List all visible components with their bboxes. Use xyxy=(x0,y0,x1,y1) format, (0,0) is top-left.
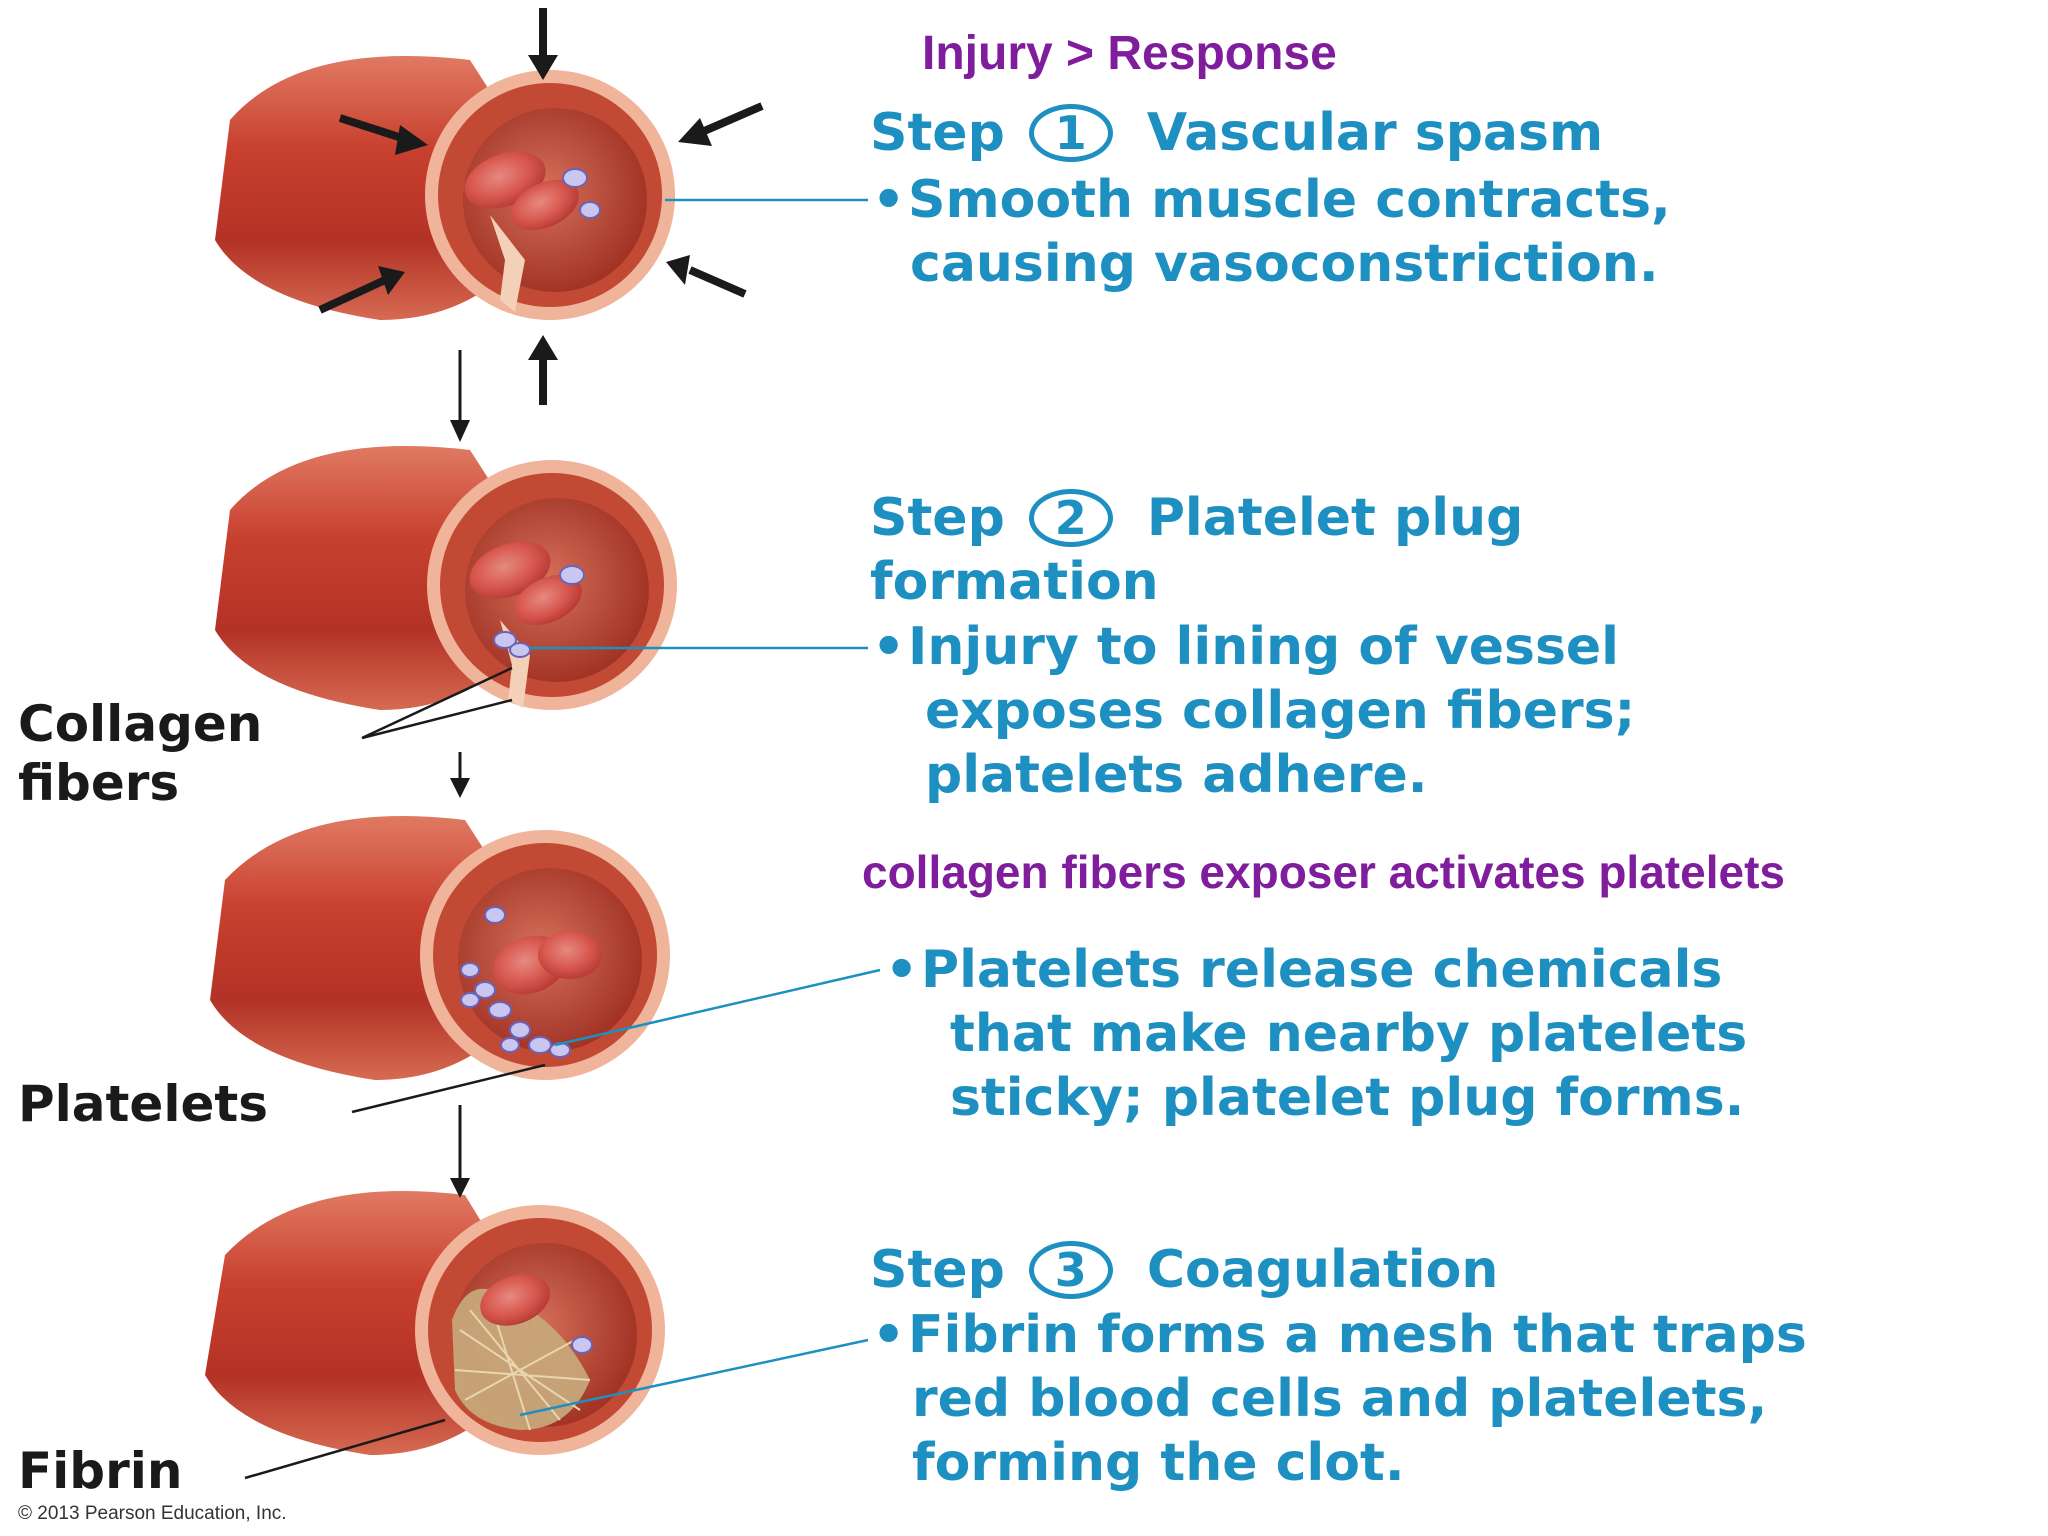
label-platelets: Platelets xyxy=(18,1075,269,1133)
step-1-heading: Step 1 Vascular spasm xyxy=(870,103,1603,163)
step-2b-line-3: sticky; platelet plug forms. xyxy=(950,1068,1745,1128)
spasm-arrows xyxy=(318,8,764,405)
step-3-number: 3 xyxy=(1028,1241,1113,1299)
step-2-line-1: •Injury to lining of vessel xyxy=(872,617,1619,677)
step-2-word: Step xyxy=(870,488,1005,548)
collagen-note: collagen fibers exposer activates platel… xyxy=(862,846,1785,898)
label-fibrin: Fibrin xyxy=(18,1442,183,1500)
vessel-4 xyxy=(205,1191,665,1455)
step-2-heading: Step 2 Platelet plug xyxy=(870,488,1523,548)
vessel-1 xyxy=(215,56,675,320)
step-1-number: 1 xyxy=(1028,104,1113,162)
step-2-title: Platelet plug xyxy=(1146,488,1524,548)
step-3-heading: Step 3 Coagulation xyxy=(870,1240,1498,1300)
step-2-line-2: exposes collagen fibers; xyxy=(925,681,1636,741)
label-collagen-1: Collagen xyxy=(18,695,263,753)
step-2-title-cont: formation xyxy=(870,552,1159,612)
step-2b-line-1: •Platelets release chemicals xyxy=(885,940,1723,1000)
flow-arrows xyxy=(450,350,470,1198)
vessel-2 xyxy=(215,446,677,710)
step-3-line-1: •Fibrin forms a mesh that traps xyxy=(872,1305,1807,1365)
step-1-word: Step xyxy=(870,103,1005,163)
step-2b-line-2: that make nearby platelets xyxy=(950,1004,1748,1064)
step-3-word: Step xyxy=(870,1240,1005,1300)
label-lines xyxy=(244,666,546,1480)
injury-response-note: Injury > Response xyxy=(922,27,1337,80)
step-2-line-3: platelets adhere. xyxy=(925,745,1428,805)
step-1-line-1: •Smooth muscle contracts, xyxy=(872,170,1671,230)
step-3-title: Coagulation xyxy=(1146,1240,1499,1300)
leader-lines xyxy=(519,198,881,1417)
step-1-title: Vascular spasm xyxy=(1146,103,1604,163)
step-3-line-2: red blood cells and platelets, xyxy=(912,1369,1768,1429)
step-1-line-2: causing vasoconstriction. xyxy=(910,234,1659,294)
label-collagen-2: fibers xyxy=(18,754,180,812)
step-2-number: 2 xyxy=(1028,489,1113,547)
step-3-line-3: forming the clot. xyxy=(912,1433,1405,1493)
copyright: © 2013 Pearson Education, Inc. xyxy=(18,1503,287,1524)
vessel-3 xyxy=(210,816,670,1080)
